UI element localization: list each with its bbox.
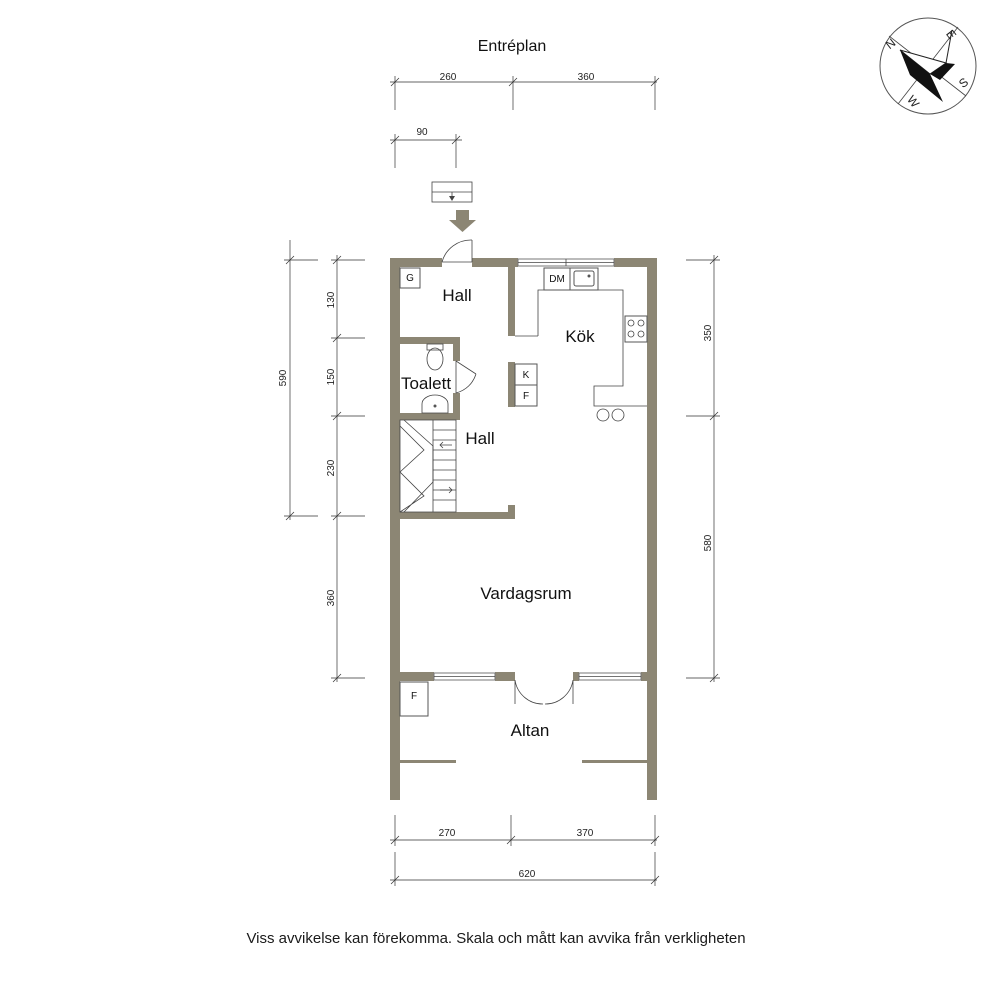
plan-title: Entréplan — [478, 38, 547, 55]
room-hall-mid: Hall — [465, 429, 494, 448]
dim-right-a: 350 — [703, 324, 714, 341]
entrance-arrow-icon — [449, 210, 476, 232]
room-vardagsrum: Vardagsrum — [480, 584, 571, 603]
dim-right-b: 580 — [703, 534, 714, 551]
compass-s: S — [956, 75, 971, 91]
right-dimensions: 350 580 — [686, 255, 720, 683]
disclaimer-text: Viss avvikelse kan förekomma. Skala och … — [246, 930, 746, 947]
kitchen-counter — [514, 267, 648, 422]
room-kok: Kök — [565, 327, 595, 346]
bottom-dimensions: 270 370 620 — [390, 815, 660, 886]
dim-top-right: 360 — [578, 72, 595, 83]
staircase — [399, 419, 457, 513]
room-altan: Altan — [511, 721, 550, 740]
dim-left-a: 130 — [326, 291, 337, 308]
label-dm: DM — [549, 274, 565, 285]
dim-left-b: 150 — [326, 368, 337, 385]
dim-door-width: 90 — [416, 127, 428, 138]
dim-bottom-right: 370 — [577, 828, 594, 839]
compass-n: N — [883, 36, 898, 52]
walls — [390, 258, 657, 800]
toilet-fixtures — [421, 343, 449, 414]
dim-left-d: 360 — [326, 589, 337, 606]
compass-e: E — [943, 27, 959, 42]
dim-left-outer: 590 — [278, 369, 289, 386]
dim-left-c: 230 — [326, 459, 337, 476]
label-f-altan: F — [411, 691, 417, 702]
top-dimensions: 260 360 90 — [390, 72, 660, 168]
label-k: K — [523, 370, 530, 381]
dim-bottom-left: 270 — [439, 828, 456, 839]
label-f-kitchen: F — [523, 391, 529, 402]
left-dimensions: 590 130 150 230 360 — [278, 240, 365, 683]
compass: N E S W — [879, 17, 977, 115]
dim-bottom-total: 620 — [519, 869, 536, 880]
compass-needle-icon — [899, 29, 955, 102]
cabinet-altan — [399, 681, 429, 717]
label-g: G — [406, 273, 414, 284]
room-hall-top: Hall — [442, 286, 471, 305]
entrance-marker — [431, 181, 473, 203]
dim-top-left: 260 — [440, 72, 457, 83]
room-toalett: Toalett — [401, 374, 451, 393]
doors — [441, 239, 574, 705]
cabinet-g — [399, 267, 421, 289]
compass-w: W — [904, 93, 922, 111]
windows — [433, 258, 642, 681]
